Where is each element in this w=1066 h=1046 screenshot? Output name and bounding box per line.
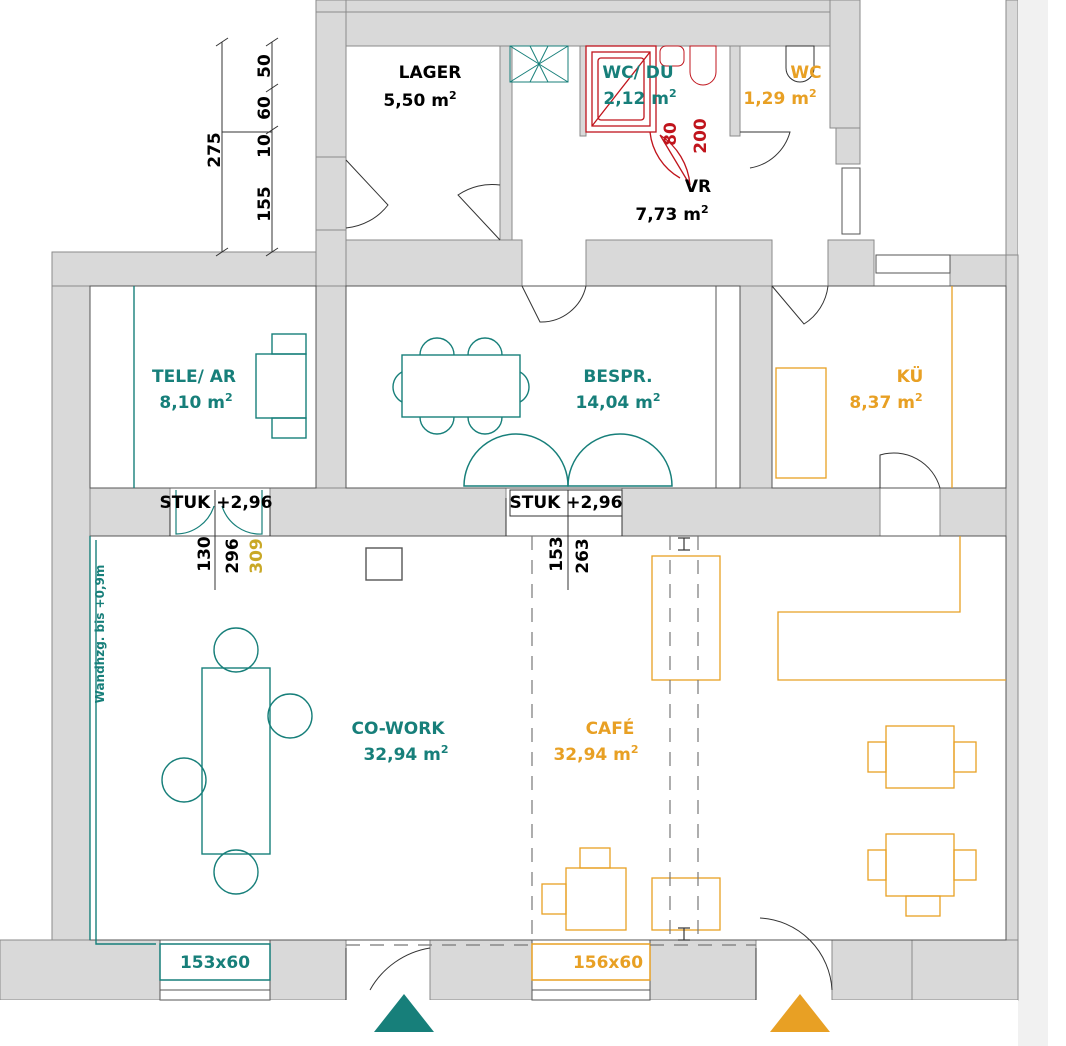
wcdu-sink-toilet: [659, 45, 717, 86]
room-area-kue: 8,37 m2: [849, 391, 922, 413]
dim-275: 275: [205, 132, 225, 168]
dim-10: 10: [255, 134, 275, 158]
room-area-cafe: 32,94 m2: [553, 743, 638, 765]
room-name-cafe: CAFÉ: [586, 717, 635, 739]
room-name-bespr: BESPR.: [583, 367, 652, 387]
bespr-furniture: [392, 337, 530, 435]
dim-50: 50: [255, 54, 275, 78]
tele-furniture: [133, 286, 307, 488]
dim-200: 200: [691, 118, 711, 154]
windows: [159, 45, 951, 1001]
room-area-wc: 1,29 m2: [743, 87, 816, 109]
dim-80: 80: [661, 122, 681, 146]
window-label-right: 156x60: [573, 953, 643, 973]
dim-153: 153: [547, 536, 567, 572]
room-name-kue: KÜ: [897, 365, 924, 387]
dim-296: 296: [223, 538, 243, 574]
dim-60: 60: [255, 96, 275, 120]
entrance-arrow-cafe: [770, 994, 830, 1032]
doors: [169, 131, 941, 1000]
dashed-lines: [160, 536, 756, 1001]
room-name-wcdu: WC/ DU: [602, 63, 673, 83]
window-label-left: 153x60: [180, 953, 250, 973]
entrance-arrow-cowork: [374, 994, 434, 1032]
cafe-furniture: [541, 555, 977, 931]
room-name-wc: WC: [790, 63, 821, 83]
bespr-double-door: [463, 433, 673, 487]
room-name-lager: LAGER: [399, 63, 462, 83]
wc-toilet: [785, 45, 815, 83]
room-area-cowork: 32,94 m2: [363, 743, 448, 765]
room-area-bespr: 14,04 m2: [575, 391, 660, 413]
dim-309: 309: [247, 538, 267, 574]
room-area-lager: 5,50 m2: [383, 89, 456, 111]
dim-130: 130: [195, 536, 215, 572]
room-name-vr: VR: [685, 177, 711, 197]
room-area-tele: 8,10 m2: [159, 391, 232, 413]
room-name-cowork: CO-WORK: [351, 719, 445, 739]
window-labels: 153x60 156x60: [159, 943, 651, 981]
dimension-lines: [214, 37, 569, 590]
labels: LAGER 5,50 m2 WC/ DU 2,12 m2 WC 1,29 m2 …: [93, 54, 923, 765]
room-area-vr: 7,73 m2: [635, 203, 708, 225]
tele-door: [175, 490, 263, 535]
cowork-furniture: [89, 536, 403, 945]
room-area-wcdu: 2,12 m2: [603, 87, 676, 109]
stuk-label-left: STUK +2,96: [160, 493, 273, 513]
stuk-label-middle: STUK +2,96: [510, 493, 623, 513]
kue-furniture: [775, 286, 1006, 681]
dim-155: 155: [255, 186, 275, 222]
wall-heating-label: Wandhzg. bis +0,9m: [93, 565, 107, 704]
room-name-tele: TELE/ AR: [152, 367, 236, 387]
wcdu-fixtures: [585, 45, 691, 186]
beam-markers: [678, 537, 690, 941]
dim-263: 263: [573, 538, 593, 574]
